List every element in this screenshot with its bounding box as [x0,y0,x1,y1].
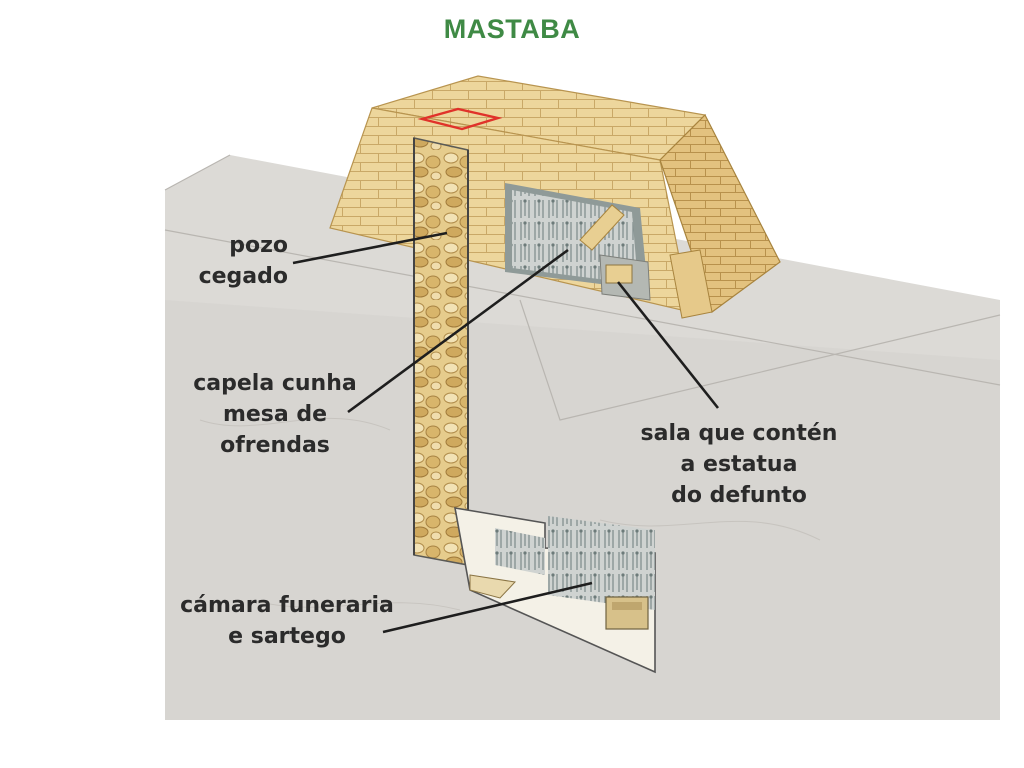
burial-shaft [413,137,469,566]
label-line: cámara funeraria [180,593,394,618]
label-line: mesa de [222,402,328,427]
label-pozo-cegado: pozo cegado [178,230,288,292]
diagram-title: MASTABA [443,14,581,44]
label-line: a estatua [680,452,798,477]
label-line: capela cunha [193,371,357,396]
ground-plane [164,154,1001,720]
leader-line-capela [347,248,569,414]
leader-line-camara [382,581,593,634]
label-camara-funeraria: cámara funeraria e sartego [176,590,398,652]
label-capela-cunha: capela cunha mesa de ofrendas [182,368,368,461]
label-line: do defunto [671,483,807,508]
leader-line-sala [616,281,720,409]
label-sala-estatua: sala que contén a estatua do defunto [630,418,848,511]
label-line: ofrendas [220,433,330,458]
leader-lines [292,231,720,634]
label-line: pozo [229,233,288,258]
label-line: e sartego [228,624,346,649]
label-line: cegado [198,264,288,289]
label-line: sala que contén [640,421,838,446]
leader-line-pozo [292,231,448,265]
